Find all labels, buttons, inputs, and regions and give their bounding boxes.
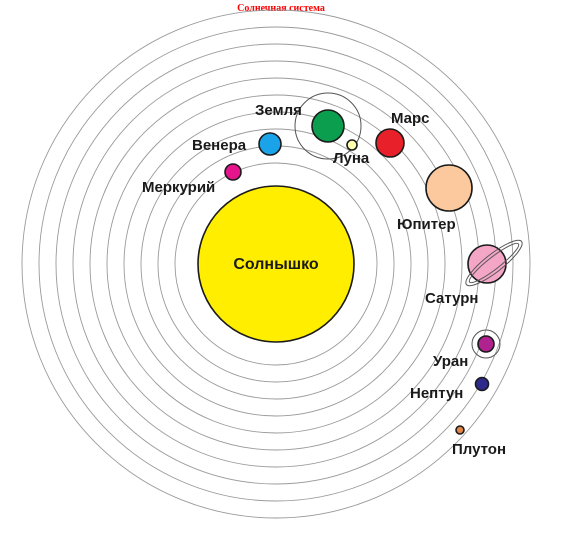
label-mars: Марс — [391, 110, 430, 127]
planet-mars — [375, 128, 405, 158]
planet-jupiter — [425, 164, 473, 212]
orbit-line — [140, 128, 412, 400]
label-jupiter: Юпитер — [397, 216, 456, 233]
moon-orbit — [294, 92, 362, 160]
planet-venus — [258, 132, 282, 156]
planet-saturn — [467, 244, 507, 284]
orbit-line — [89, 77, 463, 451]
orbit-line — [174, 162, 378, 366]
saturn-ring — [465, 239, 523, 287]
label-mercury: Меркурий — [142, 179, 215, 196]
label-neptune: Нептун — [410, 385, 463, 402]
planet-neptune — [474, 376, 490, 392]
uranus-orbit — [471, 329, 501, 359]
label-pluto: Плутон — [452, 441, 506, 458]
moon — [346, 139, 358, 151]
orbit-line — [123, 111, 429, 417]
orbit-line — [106, 94, 446, 434]
page-title: Солнечная система — [237, 3, 325, 14]
label-earth: Земля — [255, 102, 302, 119]
orbit-line — [38, 26, 514, 502]
saturn-ring-inner — [468, 242, 520, 284]
label-uranus: Уран — [433, 353, 468, 370]
sun-label: Солнышко — [233, 256, 319, 273]
planet-pluto — [455, 425, 465, 435]
label-venus: Венера — [192, 137, 247, 154]
sun — [197, 185, 355, 343]
planet-uranus — [477, 335, 495, 353]
planet-earth — [311, 109, 345, 143]
label-saturn: Сатурн — [425, 290, 478, 307]
label-moon: Луна — [333, 150, 370, 167]
orbit-line — [21, 9, 531, 519]
planet-mercury — [224, 163, 242, 181]
